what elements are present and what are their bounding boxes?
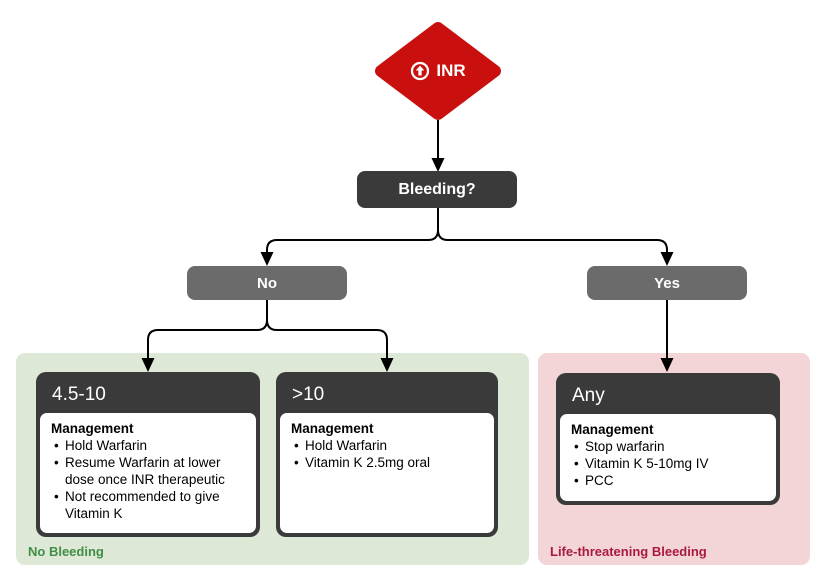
group-label-no-bleeding: No Bleeding	[28, 544, 104, 559]
card-title: Any	[572, 384, 605, 406]
branch-node-yes: Yes	[587, 266, 747, 300]
list-item: Stop warfarin	[571, 438, 770, 455]
card-body: Management Stop warfarin Vitamin K 5-10m…	[560, 414, 776, 501]
management-heading: Management	[51, 421, 134, 436]
decision-node-bleeding: Bleeding?	[357, 171, 517, 208]
root-node-label: INR	[436, 61, 466, 80]
list-item: Hold Warfarin	[51, 437, 250, 454]
diamond-shape	[375, 22, 501, 120]
management-heading: Management	[291, 421, 374, 436]
management-list: Stop warfarin Vitamin K 5-10mg IV PCC	[571, 438, 770, 489]
list-item: Vitamin K 5-10mg IV	[571, 455, 770, 472]
branch-node-no: No	[187, 266, 347, 300]
list-item: Not recommended to give Vitamin K	[51, 488, 250, 522]
arrow-up-circle-icon	[411, 61, 430, 81]
list-item: Resume Warfarin at lower dose once INR t…	[51, 454, 250, 488]
list-item: Hold Warfarin	[291, 437, 488, 454]
management-list: Hold Warfarin Vitamin K 2.5mg oral	[291, 437, 488, 471]
management-heading: Management	[571, 422, 654, 437]
card-inr-any: Any Management Stop warfarin Vitamin K 5…	[556, 373, 780, 505]
card-title: 4.5-10	[52, 383, 106, 405]
management-list: Hold Warfarin Resume Warfarin at lower d…	[51, 437, 250, 522]
card-inr-4-5-10: 4.5-10 Management Hold Warfarin Resume W…	[36, 372, 260, 537]
card-body: Management Hold Warfarin Resume Warfarin…	[40, 413, 256, 533]
card-title: >10	[292, 383, 325, 405]
list-item: Vitamin K 2.5mg oral	[291, 454, 488, 471]
root-node-inr: INR	[360, 14, 516, 128]
card-body: Management Hold Warfarin Vitamin K 2.5mg…	[280, 413, 494, 533]
list-item: PCC	[571, 472, 770, 489]
card-inr-gt-10: >10 Management Hold Warfarin Vitamin K 2…	[276, 372, 498, 537]
group-label-life-threatening-bleeding: Life-threatening Bleeding	[550, 544, 707, 559]
